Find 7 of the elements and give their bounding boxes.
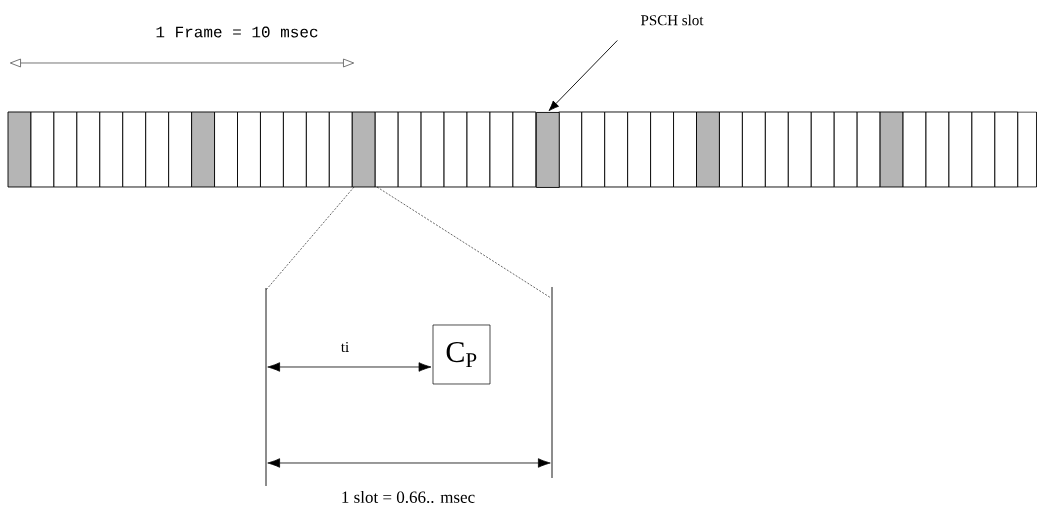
pilot-code-box: C$_{P}$ — [432, 324, 491, 385]
leader-arrow — [548, 40, 618, 112]
slot-label: PSCH slot — [640, 14, 704, 26]
pilot-slot — [535, 112, 560, 188]
dimension-label: ti — [341, 341, 349, 353]
dimension-label: 1 slot = 0.66.. msec — [342, 490, 475, 503]
dimension-label: 1 Frame = 10 msec — [156, 26, 318, 38]
